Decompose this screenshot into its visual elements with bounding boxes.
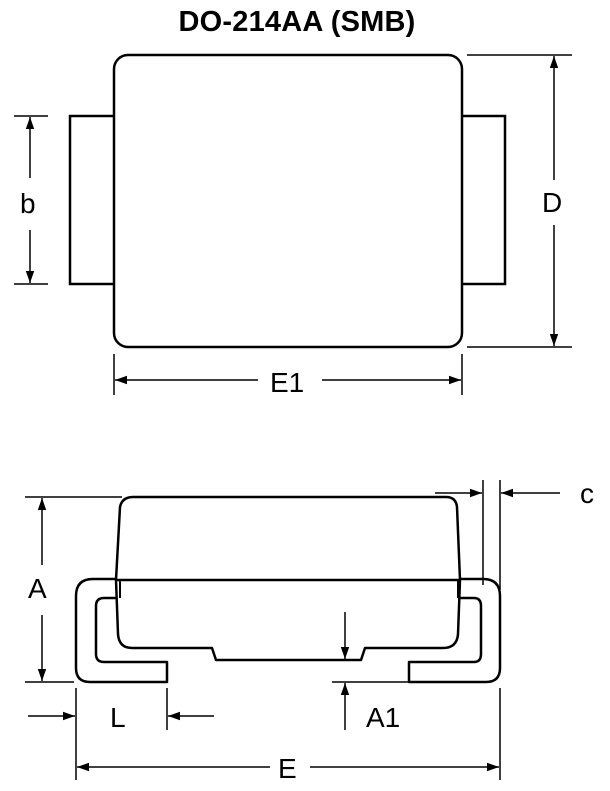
dimension-E bbox=[77, 688, 501, 780]
label-D: D bbox=[542, 187, 562, 218]
dimension-b bbox=[14, 115, 48, 285]
dimension-E1 bbox=[113, 354, 463, 395]
right-terminal bbox=[458, 114, 507, 286]
dimension-D bbox=[467, 54, 572, 348]
package-body-top bbox=[112, 53, 464, 349]
label-E1: E1 bbox=[270, 367, 304, 398]
dimension-c bbox=[435, 480, 560, 590]
left-terminal bbox=[68, 114, 118, 286]
dimension-A1 bbox=[332, 612, 408, 730]
top-view bbox=[68, 53, 507, 349]
label-A: A bbox=[28, 573, 47, 604]
label-L: L bbox=[110, 702, 126, 733]
dimension-L bbox=[28, 688, 214, 780]
package-title: DO-214AA (SMB) bbox=[178, 6, 416, 38]
package-body-side bbox=[114, 495, 462, 662]
side-view bbox=[74, 495, 502, 684]
label-b: b bbox=[20, 188, 36, 219]
dimension-A bbox=[25, 496, 122, 683]
label-E: E bbox=[278, 753, 297, 784]
label-A1: A1 bbox=[366, 702, 400, 733]
label-c: c bbox=[580, 478, 594, 509]
